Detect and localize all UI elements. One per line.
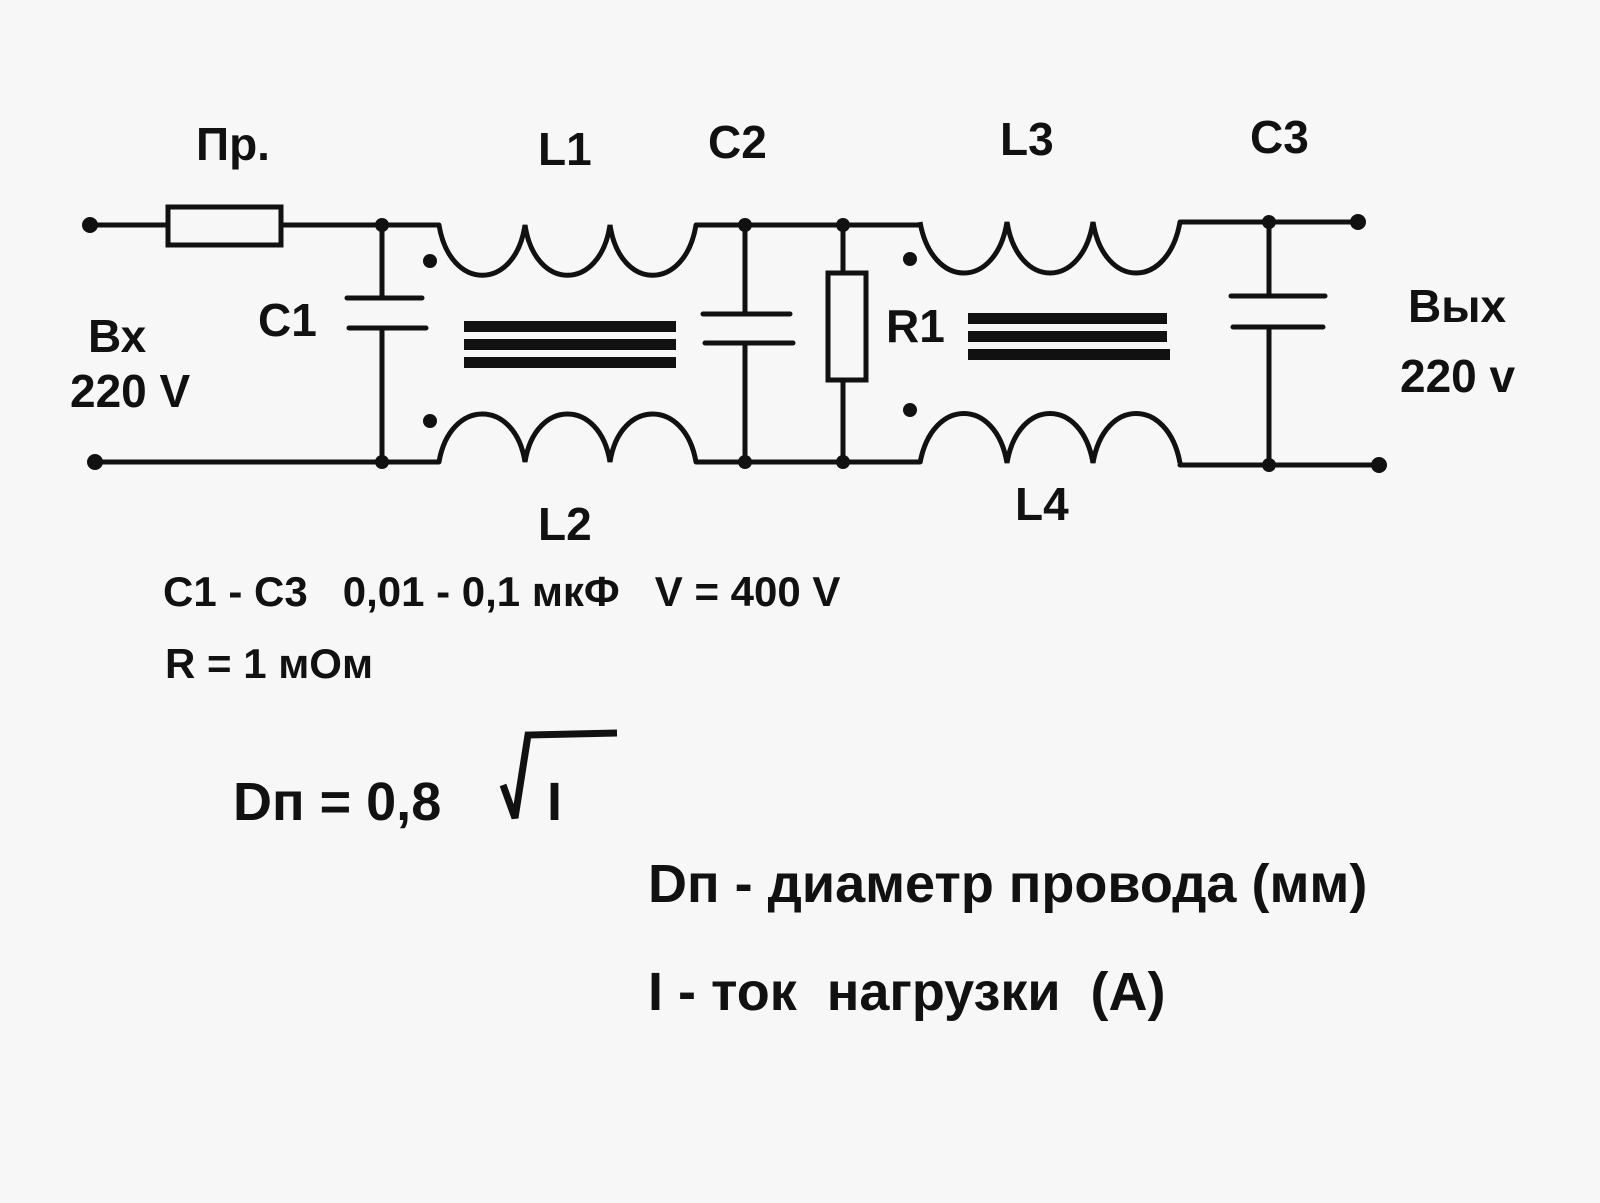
inductor-l2-symbol bbox=[436, 411, 699, 463]
winding-dot-l2 bbox=[423, 414, 437, 428]
resistor-spec: R = 1 мОм bbox=[165, 640, 373, 687]
capacitor-c1-symbol bbox=[344, 295, 429, 331]
l4-label: L4 bbox=[1015, 478, 1069, 530]
input-name-label: Вх bbox=[88, 310, 147, 362]
capacitor-c2-symbol bbox=[700, 311, 796, 346]
inductor-l4-symbol bbox=[917, 411, 1183, 464]
c3-label: C3 bbox=[1250, 111, 1309, 163]
formula-radicand: I bbox=[547, 772, 562, 832]
output-terminal-top bbox=[1350, 214, 1366, 230]
output-voltage-label: 220 v bbox=[1400, 350, 1516, 402]
resistor-r1-symbol bbox=[825, 270, 869, 383]
core-l3-l4 bbox=[968, 313, 1170, 360]
inductor-l3-symbol bbox=[917, 221, 1183, 276]
output-terminal-bottom bbox=[1371, 457, 1387, 473]
l3-label: L3 bbox=[1000, 113, 1054, 165]
input-voltage-label: 220 V bbox=[70, 365, 191, 417]
formula-lhs: Dп = 0,8 bbox=[233, 772, 441, 832]
capacitor-c3-symbol bbox=[1228, 293, 1328, 330]
junction-dots bbox=[82, 214, 1387, 473]
inductor-l1-symbol bbox=[436, 224, 699, 278]
fuse-symbol bbox=[165, 204, 284, 248]
output-name-label: Вых bbox=[1408, 280, 1507, 332]
r1-label: R1 bbox=[886, 300, 945, 352]
winding-dot-l3 bbox=[903, 252, 917, 266]
winding-dot-l4 bbox=[903, 403, 917, 417]
c1-label: C1 bbox=[258, 294, 317, 346]
input-terminal-bottom bbox=[87, 454, 103, 470]
winding-dot-l1 bbox=[423, 254, 437, 268]
l2-label: L2 bbox=[538, 498, 592, 550]
input-terminal-top bbox=[82, 217, 98, 233]
sqrt-sign bbox=[499, 729, 618, 820]
c2-label: C2 bbox=[708, 116, 767, 168]
legend-dp: Dп - диаметр провода (мм) bbox=[648, 854, 1367, 914]
legend-i: I - ток нагрузки (А) bbox=[648, 962, 1166, 1022]
l1-label: L1 bbox=[538, 123, 592, 175]
capacitor-spec: C1 - C3 0,01 - 0,1 мкФ V = 400 V bbox=[163, 568, 840, 615]
core-l1-l2 bbox=[464, 321, 676, 368]
fuse-label: Пр. bbox=[196, 118, 270, 170]
